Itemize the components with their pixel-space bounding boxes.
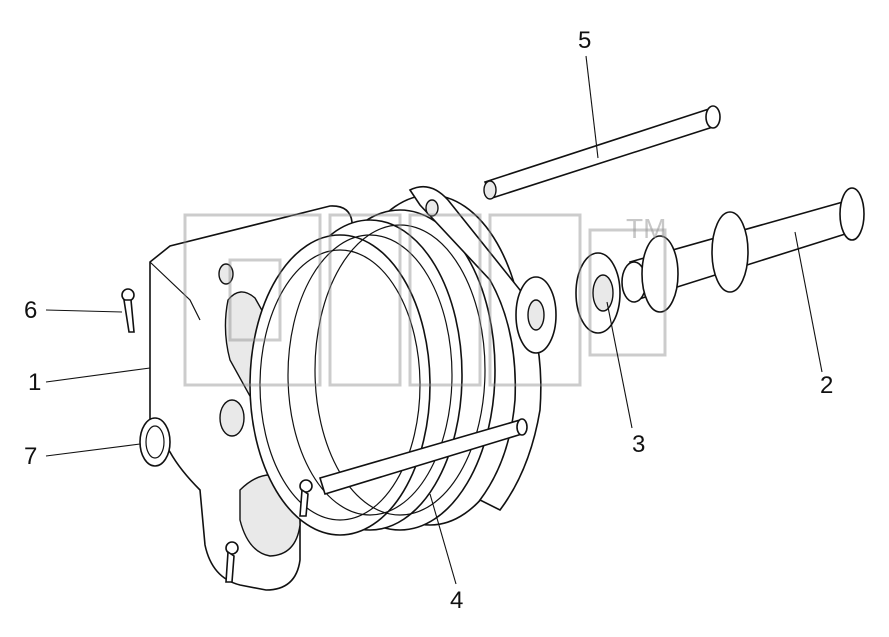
callout-7: 7 (24, 443, 37, 470)
split-pin-part-6 (121, 288, 135, 333)
retaining-ring-part-7 (139, 417, 171, 467)
callout-4: 4 (450, 587, 463, 614)
callout-2: 2 (820, 372, 833, 399)
watermark-trademark: TM (626, 213, 666, 244)
tie-rod (318, 418, 528, 495)
callout-5: 5 (578, 27, 591, 54)
watermark: TM (183, 213, 667, 387)
washer-left (515, 276, 557, 354)
callout-labels: 5 2 3 4 6 1 7 (24, 27, 833, 614)
callout-1: 1 (28, 369, 41, 396)
leader-lines (45, 55, 823, 585)
axle-part-2 (621, 187, 865, 313)
split-pin-lower (225, 541, 239, 583)
washer-part-3 (575, 252, 621, 334)
split-pin-middle (299, 479, 313, 517)
pin-part-5 (483, 105, 721, 200)
callout-6: 6 (24, 297, 37, 324)
rear-side-plate (408, 185, 542, 512)
callout-3: 3 (632, 431, 645, 458)
